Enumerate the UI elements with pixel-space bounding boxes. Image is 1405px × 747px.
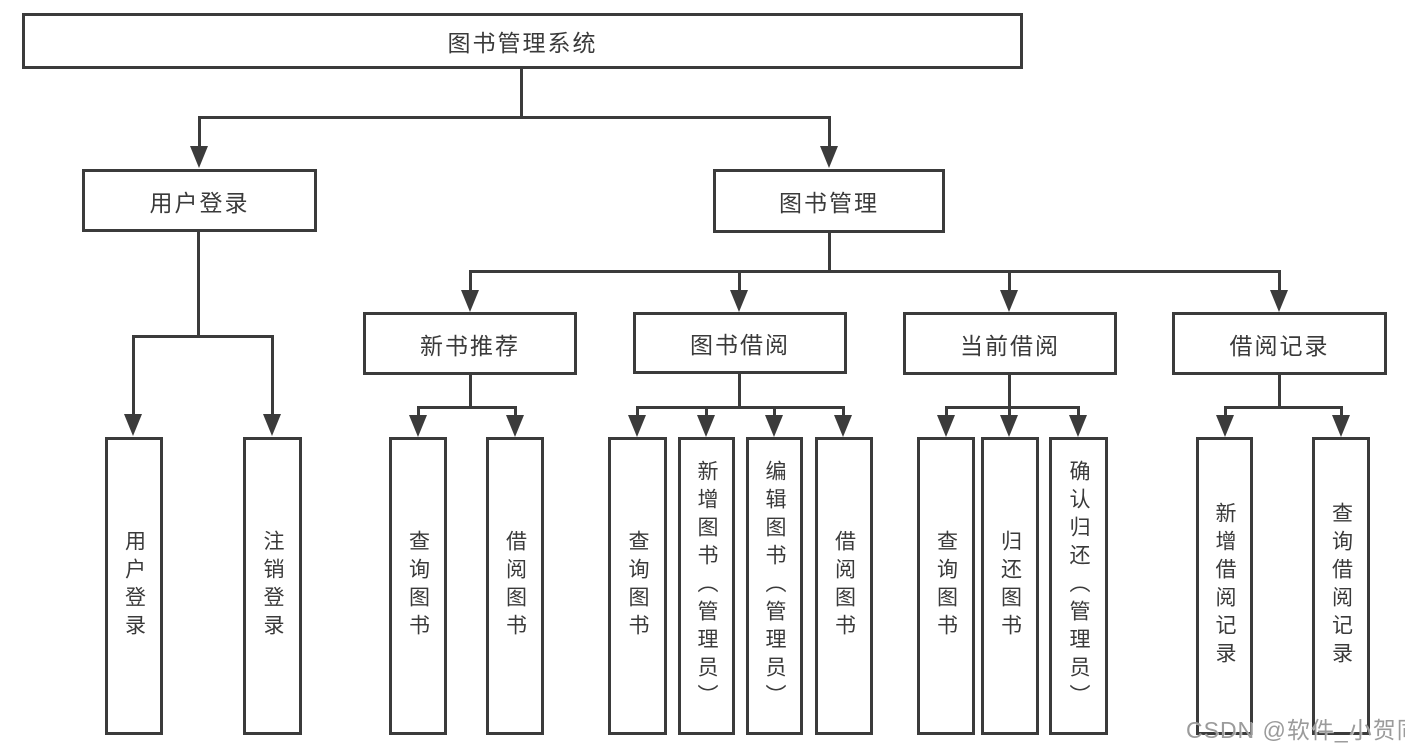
arrow-down-icon: [937, 415, 955, 437]
connector-user-horizontal: [132, 335, 274, 338]
connector-drop: [1008, 406, 1011, 419]
connector-drop-book-borrowing: [738, 270, 741, 294]
connector-drop-borrowing-records: [1278, 270, 1281, 294]
arrow-down-icon: [1000, 415, 1018, 437]
arrow-down-icon: [730, 290, 748, 312]
leaf-query-books-borrowing: 查询图书: [608, 437, 667, 735]
arrow-down-icon: [190, 146, 208, 168]
connector-book-stem: [828, 232, 831, 272]
leaf-add-book-admin-label: 新增图书（管理员）: [695, 460, 718, 712]
arrow-down-icon: [506, 415, 524, 437]
connector-group4-horizontal: [1224, 406, 1342, 409]
arrow-down-icon: [1069, 415, 1087, 437]
arrow-down-icon: [124, 414, 142, 436]
leaf-borrow-books-recommendation: 借阅图书: [486, 437, 544, 735]
csdn-watermark: CSDN @软件_小贺同学: [1186, 717, 1405, 743]
leaf-return-book-label: 归还图书: [998, 530, 1022, 642]
arrow-down-icon: [1000, 290, 1018, 312]
node-library-management-system: 图书管理系统: [22, 13, 1023, 69]
arrow-down-icon: [820, 146, 838, 168]
leaf-borrow-books-recommendation-label: 借阅图书: [503, 530, 527, 642]
leaf-query-books-recommendation-label: 查询图书: [406, 530, 430, 642]
connector-group3-horizontal: [945, 406, 1080, 409]
arrow-down-icon: [1216, 415, 1234, 437]
connector-drop-new-book: [469, 270, 472, 294]
connector-drop: [773, 406, 776, 419]
leaf-query-borrow-record-label: 查询借阅记录: [1329, 502, 1353, 670]
connector-drop-current-borrowing: [1008, 270, 1011, 294]
leaf-return-book: 归还图书: [981, 437, 1039, 735]
arrow-down-icon: [697, 415, 715, 437]
connector-drop: [945, 406, 948, 419]
connector-drop-user-login: [132, 335, 135, 419]
arrow-down-icon: [628, 415, 646, 437]
leaf-query-borrow-record: 查询借阅记录: [1312, 437, 1370, 735]
arrow-down-icon: [1270, 290, 1288, 312]
connector-drop: [842, 406, 845, 419]
leaf-query-books-recommendation: 查询图书: [389, 437, 447, 735]
arrow-down-icon: [765, 415, 783, 437]
connector-group2-horizontal: [636, 406, 845, 409]
connector-group2-stem: [738, 373, 741, 408]
connector-level3-horizontal: [469, 270, 1281, 273]
arrow-down-icon: [1332, 415, 1350, 437]
leaf-query-books-current: 查询图书: [917, 437, 975, 735]
leaf-add-borrow-record-label: 新增借阅记录: [1213, 502, 1236, 670]
leaf-query-books-borrowing-label: 查询图书: [626, 530, 649, 642]
connector-group4-stem: [1278, 374, 1281, 408]
connector-drop: [1340, 406, 1343, 419]
connector-level2-horizontal: [198, 116, 831, 119]
arrow-down-icon: [834, 415, 852, 437]
connector-drop: [636, 406, 639, 419]
leaf-confirm-return-admin-label: 确认归还（管理员）: [1067, 460, 1090, 712]
node-user-login-branch: 用户登录: [82, 169, 317, 232]
connector-drop-logout: [271, 335, 274, 419]
connector-drop: [1077, 406, 1080, 419]
connector-drop-user-branch: [198, 116, 201, 150]
leaf-query-books-current-label: 查询图书: [934, 530, 958, 642]
node-book-management-branch: 图书管理: [713, 169, 945, 233]
leaf-logout: 注销登录: [243, 437, 302, 735]
leaf-add-borrow-record: 新增借阅记录: [1196, 437, 1253, 735]
connector-group1-stem: [469, 374, 472, 408]
connector-drop: [417, 406, 420, 419]
leaf-edit-book-admin-label: 编辑图书（管理员）: [763, 460, 786, 712]
connector-drop-book-branch: [828, 116, 831, 150]
node-book-borrowing: 图书借阅: [633, 312, 847, 374]
leaf-user-login-label: 用户登录: [122, 530, 146, 642]
arrow-down-icon: [409, 415, 427, 437]
connector-group1-horizontal: [417, 406, 517, 409]
leaf-edit-book-admin: 编辑图书（管理员）: [746, 437, 803, 735]
leaf-borrow-books-label: 借阅图书: [832, 530, 856, 642]
connector-drop: [1224, 406, 1227, 419]
connector-root-stem: [520, 68, 523, 117]
connector-drop: [705, 406, 708, 419]
leaf-add-book-admin: 新增图书（管理员）: [678, 437, 735, 735]
leaf-user-login: 用户登录: [105, 437, 163, 735]
leaf-confirm-return-admin: 确认归还（管理员）: [1049, 437, 1108, 735]
leaf-logout-label: 注销登录: [261, 530, 284, 642]
node-borrowing-records: 借阅记录: [1172, 312, 1387, 375]
leaf-borrow-books: 借阅图书: [815, 437, 873, 735]
connector-group3-stem: [1008, 374, 1011, 408]
connector-user-stem: [197, 230, 200, 338]
arrow-down-icon: [461, 290, 479, 312]
arrow-down-icon: [263, 414, 281, 436]
node-current-borrowing: 当前借阅: [903, 312, 1117, 375]
node-new-book-recommendation: 新书推荐: [363, 312, 577, 375]
connector-drop: [514, 406, 517, 419]
